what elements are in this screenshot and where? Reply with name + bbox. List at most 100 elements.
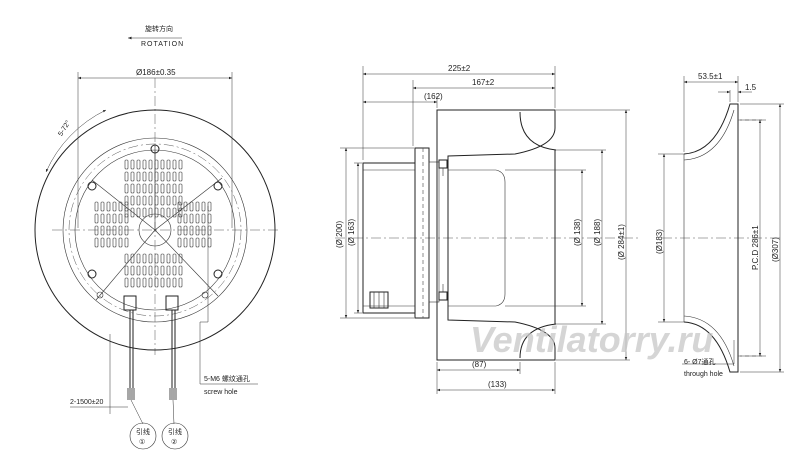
dim-len-87: (87) (472, 360, 487, 369)
lead-2-balloon (161, 422, 189, 450)
vent-slot (136, 277, 141, 288)
vent-slot (172, 265, 177, 276)
vent-slot (124, 277, 129, 288)
vent-slot (124, 213, 129, 224)
vent-slot (160, 159, 165, 170)
vent-slot (106, 201, 111, 212)
vent-slot (183, 213, 188, 224)
vent-slot (148, 207, 153, 218)
vent-slot (124, 171, 129, 182)
vent-slot (166, 183, 171, 194)
vent-slot (94, 201, 99, 212)
dim-dia-186: Ø186±0.35 (136, 68, 176, 77)
ring-holes-note-cn: 6- Ø7通孔 (684, 357, 716, 366)
vent-slot (100, 213, 105, 224)
vent-slot (189, 225, 194, 236)
vent-slot (124, 159, 129, 170)
vent-slot (166, 207, 171, 218)
vent-slot (118, 237, 123, 248)
inlet-ring-profile (683, 103, 739, 373)
vent-slot (136, 265, 141, 276)
lead-wire-ends (127, 388, 177, 400)
rotation-indicator: 旋转方向 ROTATION (128, 24, 183, 48)
vent-slot (195, 201, 200, 212)
vent-slot (160, 171, 165, 182)
vent-slot (189, 237, 194, 248)
vent-slot (160, 207, 165, 218)
vent-slot (142, 277, 147, 288)
vent-slot (118, 201, 123, 212)
vent-slot (124, 265, 129, 276)
vent-slot (166, 195, 171, 206)
vent-slot (178, 265, 183, 276)
vent-slot (142, 195, 147, 206)
vent-slot (154, 195, 159, 206)
vent-slot (142, 171, 147, 182)
lead-1-number: ① (139, 438, 145, 446)
vent-slot (100, 201, 105, 212)
dim-dia-163: (Ø 163) (347, 219, 356, 246)
vent-slot (142, 265, 147, 276)
vent-slot (178, 195, 183, 206)
screw-hole-note-en: screw hole (204, 389, 238, 396)
vent-slot (130, 195, 135, 206)
vent-slot (201, 201, 206, 212)
vent-slot (160, 253, 165, 264)
lead-1-balloon (129, 422, 157, 450)
lead-1-label: 引线 (136, 427, 150, 436)
vent-slot (207, 225, 212, 236)
vent-slot (124, 183, 129, 194)
vent-slots (94, 159, 212, 288)
dim-dia-284: (Ø 284±1) (617, 224, 626, 260)
vent-slot (112, 201, 117, 212)
vent-slot (154, 171, 159, 182)
vent-slot (178, 159, 183, 170)
vent-slot (148, 159, 153, 170)
vent-slot (189, 201, 194, 212)
lead-2-label: 引线 (168, 427, 182, 436)
dim-flange: 1.5 (745, 83, 757, 92)
dim-len-total: 225±2 (448, 64, 471, 73)
vent-slot (106, 213, 111, 224)
vent-slot (178, 183, 183, 194)
vent-slot (154, 207, 159, 218)
vent-slot (112, 225, 117, 236)
watermark: Ventilatorry.ru (470, 319, 713, 360)
vent-slot (154, 265, 159, 276)
vent-slot (124, 225, 129, 236)
dim-dia-200: (Ø 200) (335, 221, 344, 248)
vent-slot (106, 237, 111, 248)
vent-slot (106, 225, 111, 236)
vent-slot (94, 225, 99, 236)
vent-slot (124, 237, 129, 248)
vent-slot (177, 237, 182, 248)
vent-slot (130, 183, 135, 194)
vent-slot (112, 213, 117, 224)
vent-slot (142, 183, 147, 194)
rotation-label-cn: 旋转方向 (145, 24, 173, 33)
vent-slot (154, 253, 159, 264)
vent-slot (172, 253, 177, 264)
vent-slot (136, 183, 141, 194)
vent-slot (172, 195, 177, 206)
vent-slot (207, 201, 212, 212)
vent-slot (130, 171, 135, 182)
vent-slot (100, 237, 105, 248)
vent-slot (154, 183, 159, 194)
vent-slot (124, 195, 129, 206)
vent-slot (154, 277, 159, 288)
vent-slot (136, 171, 141, 182)
vent-slot (195, 213, 200, 224)
vent-slot (166, 171, 171, 182)
vent-slot (178, 277, 183, 288)
vent-slot (154, 159, 159, 170)
dim-dia-138: (Ø 138) (573, 219, 582, 246)
vent-slot (136, 159, 141, 170)
dim-ring-width: 53.5±1 (698, 72, 723, 81)
cable-outlet-1 (123, 295, 137, 311)
vent-slot (183, 237, 188, 248)
dim-pcd: P.C.D 286±1 (751, 225, 760, 270)
vent-slot (201, 213, 206, 224)
dim-len-162: (162) (424, 92, 443, 101)
